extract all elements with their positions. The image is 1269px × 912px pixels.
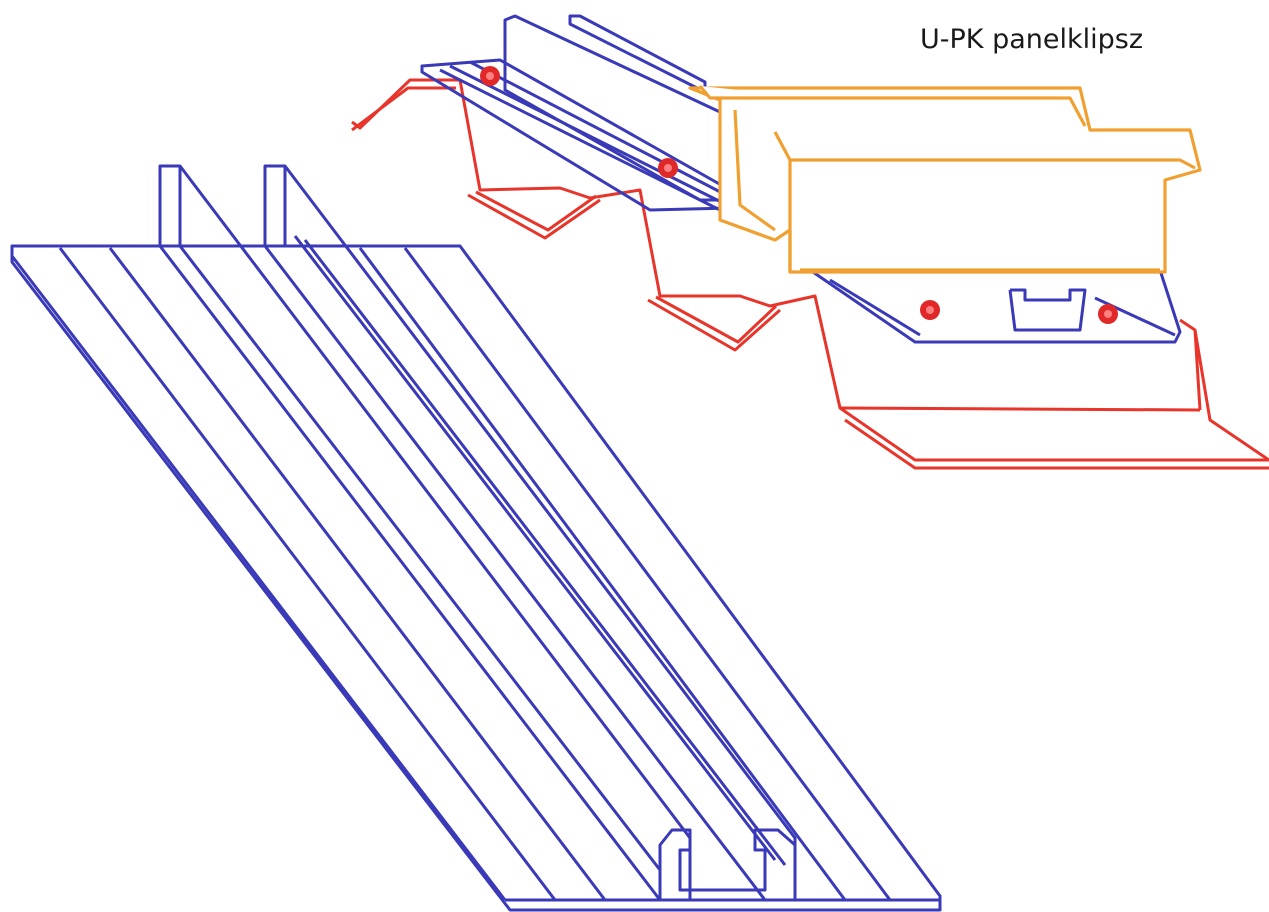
- rail-fin-right-inner-1: [293, 235, 777, 861]
- rail-perspective: [10, 164, 942, 912]
- product-label: U-PK panelklipsz: [920, 24, 1144, 55]
- rail-channel-profile-front: [658, 828, 797, 900]
- trapezoid-roof-sheet: [351, 78, 1269, 470]
- sheet-right-edge: [1193, 329, 1202, 411]
- clip-inner-fold: [733, 109, 776, 232]
- clip-top-ridge: [698, 84, 1087, 127]
- screw-icon: [1098, 304, 1118, 324]
- panel-clip: [688, 84, 1202, 274]
- rail-base-edge-left: [10, 255, 507, 901]
- rail-lower-groove-1: [829, 278, 921, 337]
- sheet-bottom-flange: [844, 418, 1269, 470]
- rail-base-plate: [10, 244, 942, 912]
- screw-icon: [658, 158, 678, 178]
- rail-stripe-1: [58, 247, 557, 901]
- rail-groove-3: [469, 60, 729, 198]
- rail-lower-channel: [808, 268, 1182, 344]
- rail-lower-channel-profile: [1008, 288, 1087, 332]
- rail-fin-1: [503, 14, 722, 202]
- rail-fin-2: [568, 14, 707, 94]
- sheet-valley-2: [647, 298, 781, 352]
- sheet-valley-1: [467, 193, 601, 240]
- rail-fin-left-inner: [178, 245, 662, 871]
- rail-stripe-3: [403, 247, 892, 901]
- sheet-edge-left: [351, 78, 1269, 462]
- clip-upper-lip: [773, 131, 1196, 170]
- rail-stripe-2: [108, 247, 607, 901]
- sheet-edge-left-inner: [351, 86, 456, 132]
- clip-body: [688, 86, 1202, 274]
- screw-icon: [480, 66, 500, 86]
- rail-fin-right-inner-2: [303, 239, 787, 866]
- screw-icon: [920, 300, 940, 320]
- rail-stripe-4: [358, 247, 847, 901]
- sheet-valley-2-inner: [655, 295, 778, 344]
- screws: [480, 66, 1118, 324]
- sheet-right-base: [839, 406, 1201, 412]
- sheet-valley-1-inner: [475, 190, 597, 232]
